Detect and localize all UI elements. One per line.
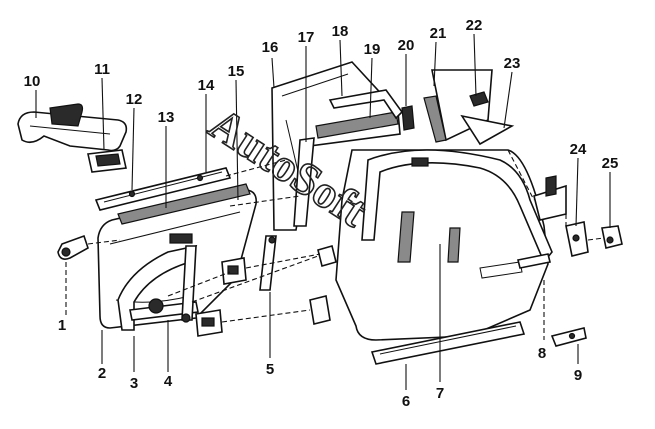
callout-22: 22	[466, 17, 483, 34]
part-striker	[533, 175, 589, 257]
part-door-hinges	[309, 245, 337, 325]
callout-17: 17	[298, 29, 315, 46]
callout-10: 10	[24, 73, 41, 90]
part-latch-bracket	[195, 257, 247, 337]
callout-18: 18	[332, 23, 349, 40]
callout-4: 4	[164, 373, 173, 390]
callout-labels: 1 2 3 4 5 6 7 8 9 10 11 12 13 14 15 16 1…	[24, 17, 619, 410]
part-hinge-left	[57, 234, 89, 260]
assembly-dashed-lines	[65, 149, 605, 340]
part-small-bracket	[550, 327, 587, 347]
callout-5: 5	[266, 361, 274, 378]
callout-19: 19	[364, 41, 381, 58]
callout-3: 3	[130, 375, 138, 392]
callout-2: 2	[98, 365, 106, 382]
part-armrest	[17, 103, 128, 152]
callout-14: 14	[198, 77, 215, 94]
callout-24: 24	[570, 141, 587, 158]
part-rear-door-shell	[335, 149, 553, 341]
callout-7: 7	[436, 385, 444, 402]
callout-20: 20	[398, 37, 415, 54]
part-handle-cup	[87, 149, 127, 173]
callout-23: 23	[504, 55, 521, 72]
part-trim-strip-upper	[94, 167, 232, 211]
callout-6: 6	[402, 393, 410, 410]
callout-16: 16	[262, 39, 279, 56]
callout-11: 11	[94, 61, 110, 78]
callout-9: 9	[574, 367, 582, 384]
part-clip-20	[401, 105, 415, 131]
callout-8: 8	[538, 345, 546, 362]
callout-15: 15	[228, 63, 245, 80]
part-sill-strip	[370, 321, 526, 365]
callout-12: 12	[126, 91, 143, 108]
callout-13: 13	[158, 109, 175, 126]
leader-lines	[35, 33, 611, 390]
part-quarter-glass	[271, 61, 404, 231]
part-door-seal-rod	[517, 253, 551, 269]
part-vent-glass	[423, 69, 515, 146]
part-lock-rod	[259, 235, 277, 291]
callout-1: 1	[58, 317, 66, 334]
callout-25: 25	[602, 155, 619, 172]
callout-21: 21	[430, 25, 447, 42]
part-clip-25	[601, 225, 623, 249]
